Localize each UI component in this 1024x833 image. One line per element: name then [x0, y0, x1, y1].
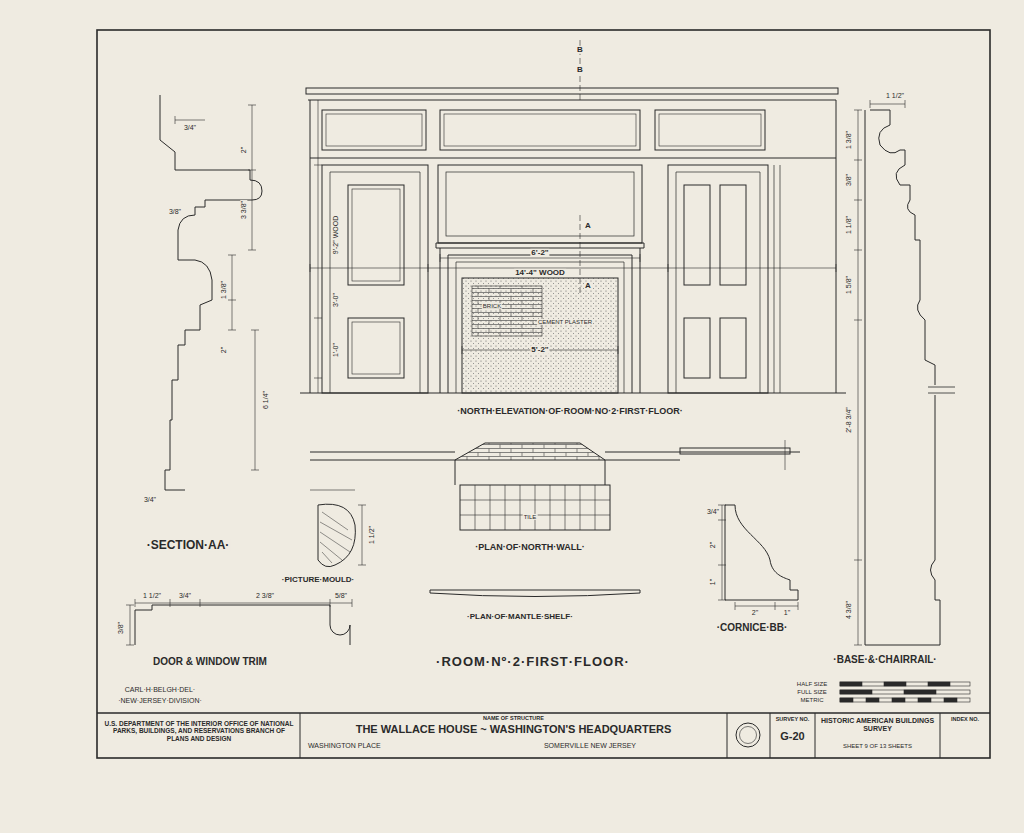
dimension: 1 5/8"	[845, 275, 852, 295]
scale-label: HALF SIZE	[796, 681, 828, 687]
title-block-text: INDEX NO.	[940, 716, 990, 722]
section-mark: B	[576, 46, 584, 54]
title-block-text: G-20	[770, 730, 815, 743]
dimension: 4 3/8"	[845, 600, 852, 620]
office-cell: U.S. DEPARTMENT OF THE INTERIOR OFFICE O…	[98, 714, 300, 758]
survey-cell: SURVEY NO. G-20	[770, 714, 815, 758]
dimension: 3/4"	[706, 508, 720, 515]
index-cell: INDEX NO.	[940, 714, 990, 758]
view-title: ·PLAN·OF·MANTLE·SHELF·	[466, 613, 574, 621]
dimension: 2"	[240, 146, 247, 154]
title-block-text: HISTORIC AMERICAN BUILDINGS SURVEY	[817, 717, 938, 733]
view-title: ·CORNICE·BB·	[716, 623, 789, 634]
dimension: 3/4"	[143, 496, 157, 503]
dimension: 3/8"	[168, 208, 182, 215]
section-mark: A	[584, 282, 592, 290]
material-note: BRICK	[482, 303, 502, 309]
view-title: ·PLAN·OF·NORTH·WALL·	[474, 543, 585, 552]
dimension: 1'-0"	[332, 342, 339, 358]
material-note: TILE	[523, 514, 538, 520]
division-note: ·NEW·JERSEY·DIVISION·	[117, 697, 203, 704]
dimension: 1 3/8"	[220, 280, 227, 300]
dimension: 5/8"	[334, 592, 348, 599]
view-title: ·PICTURE·MOULD·	[281, 576, 355, 584]
dimension: 1 1/8"	[845, 215, 852, 235]
dimension: 3'-0"	[332, 292, 339, 308]
scale-label: METRIC	[800, 697, 825, 703]
section-mark: B	[576, 66, 584, 74]
view-title: ·NORTH·ELEVATION·OF·ROOM·NO·2·FIRST·FLOO…	[456, 407, 684, 416]
dimension: 1 1/2"	[142, 592, 162, 599]
dimension: 2"	[709, 541, 716, 549]
dimension: 2"	[220, 346, 227, 354]
dimension: 1 3/8"	[845, 130, 852, 150]
title-block-text: THE WALLACE HOUSE ~ WASHINGTON'S HEADQUA…	[300, 723, 727, 736]
dimension: 9'-2" WOOD	[332, 215, 339, 255]
dimension: 1 1/2"	[368, 525, 375, 545]
section-mark: A	[584, 222, 592, 230]
title-block-text: SURVEY NO.	[770, 716, 815, 722]
view-title: ·BASE·&·CHAIRRAIL·	[832, 655, 937, 666]
scale-label: FULL SIZE	[796, 689, 827, 695]
dimension: 3/4"	[178, 592, 192, 599]
dimension: 6 1/4"	[262, 390, 269, 410]
title-block-text: SHEET 9 OF 13 SHEETS	[817, 743, 938, 750]
delineator-note: CARL·H·BELGH·DEL·	[124, 686, 196, 693]
title-block-text: WASHINGTON PLACE	[308, 742, 508, 750]
structure-cell: NAME OF STRUCTURE THE WALLACE HOUSE ~ WAS…	[300, 714, 727, 758]
survey-name-cell: HISTORIC AMERICAN BUILDINGS SURVEY SHEET …	[815, 714, 940, 758]
dimension: 1 1/2"	[885, 92, 905, 99]
dimension: 1"	[783, 609, 791, 616]
title-block-text: U.S. DEPARTMENT OF THE INTERIOR OFFICE O…	[102, 720, 296, 742]
dimension: 2"	[751, 609, 759, 616]
view-title: ·SECTION·AA·	[146, 539, 231, 552]
sheet-title: ·ROOM·Nº·2·FIRST·FLOOR·	[435, 655, 631, 669]
dimension: 5'-2"	[530, 346, 549, 354]
dimension: 3 3/8"	[240, 200, 247, 220]
dimension: 2 3/8"	[255, 592, 275, 599]
view-title: DOOR & WINDOW TRIM	[152, 657, 268, 668]
dimension: 1"	[709, 578, 716, 586]
dimension: 3/8"	[117, 621, 124, 635]
title-block-text: NAME OF STRUCTURE	[300, 715, 727, 721]
dimension: 2'-8 3/4"	[845, 406, 852, 434]
dimension: 6'-2"	[530, 249, 549, 257]
title-block-text: SOMERVILLE NEW JERSEY	[490, 742, 690, 750]
material-note: CEMENT PLASTER	[537, 319, 593, 325]
dimension: 14'-4" WOOD	[514, 269, 566, 277]
dimension: 3/8"	[845, 173, 852, 187]
dimension: 3/4"	[183, 124, 197, 131]
